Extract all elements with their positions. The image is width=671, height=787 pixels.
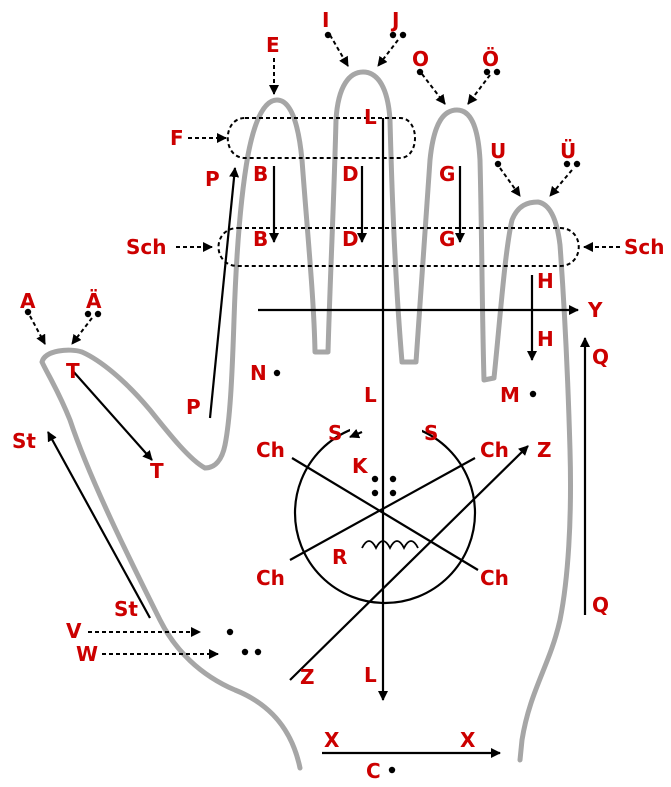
label-Ch-bottom-left: Ch <box>256 566 285 590</box>
circle-gap-mask <box>350 415 422 457</box>
dash-arrow-A <box>29 315 46 345</box>
label-S-right: S <box>424 421 438 445</box>
s-arc-arrowhead <box>349 428 363 439</box>
label-E: E <box>266 33 280 57</box>
label-Sch-right: Sch <box>624 235 665 259</box>
hand-outline <box>39 69 573 771</box>
label-A-uml: Ä <box>86 289 102 313</box>
label-C: C <box>366 759 381 783</box>
label-G-top: G <box>439 162 455 186</box>
arrow-Z <box>289 445 529 681</box>
label-P-bottom: P <box>186 395 201 419</box>
label-G-bottom: G <box>439 227 455 251</box>
solid-arrows <box>47 118 590 758</box>
label-Y: Y <box>587 298 603 322</box>
label-D-top: D <box>342 162 359 186</box>
r-wave <box>361 540 419 551</box>
label-S-left: S <box>328 421 342 445</box>
label-L-top: L <box>364 105 377 129</box>
label-Q-top: Q <box>592 345 609 369</box>
label-B-top: B <box>253 162 268 186</box>
label-A: A <box>20 289 36 313</box>
letter-labels: I J E O Ö F L U Ü P B D G Sch B D G Sch … <box>12 8 665 783</box>
dash-arrow-A-uml <box>71 317 93 345</box>
label-Z-bottom: Z <box>300 665 315 689</box>
label-X-left: X <box>324 728 340 752</box>
label-N: N <box>250 361 267 385</box>
dash-arrow-I <box>329 34 349 67</box>
dash-arrow-U <box>499 167 521 197</box>
label-J: J <box>390 8 399 32</box>
label-K: K <box>352 454 369 478</box>
label-H-top: H <box>537 269 554 293</box>
line-Ch-1 <box>291 457 479 571</box>
label-Ch-top-left: Ch <box>256 438 285 462</box>
label-B-bottom: B <box>253 227 268 251</box>
label-L-bottom: L <box>364 663 377 687</box>
label-P-top: P <box>205 167 220 191</box>
label-R: R <box>332 545 347 569</box>
label-O: O <box>412 47 429 71</box>
label-L-middle: L <box>364 383 377 407</box>
label-Q-bottom: Q <box>592 593 609 617</box>
label-V: V <box>66 619 82 643</box>
label-W: W <box>76 642 98 666</box>
label-St-bottom: St <box>114 597 138 621</box>
label-St-top: St <box>12 429 36 453</box>
dashed-arrows <box>29 34 620 659</box>
arrow-St <box>47 431 151 619</box>
label-Z-top: Z <box>537 438 552 462</box>
dash-arrow-O-uml <box>467 74 491 105</box>
dash-arrow-J <box>377 39 399 67</box>
label-Ch-top-right: Ch <box>480 438 509 462</box>
label-H-bottom: H <box>537 327 554 351</box>
finger-band-upper-loop <box>226 117 416 159</box>
label-Ch-bottom-right: Ch <box>480 566 509 590</box>
line-Ch-2 <box>289 457 476 561</box>
label-D-bottom: D <box>342 227 359 251</box>
label-U-uml: Ü <box>560 139 576 163</box>
label-T-start: T <box>66 359 80 383</box>
dots <box>24 31 581 774</box>
label-Sch-left: Sch <box>126 235 167 259</box>
label-O-uml: Ö <box>482 47 499 71</box>
dash-arrow-O <box>421 73 446 105</box>
label-M: M <box>500 383 520 407</box>
arrow-P <box>208 167 240 419</box>
label-F: F <box>170 126 184 150</box>
label-T-end: T <box>150 459 164 483</box>
label-X-right: X <box>460 728 476 752</box>
arrow-T <box>71 369 153 461</box>
label-I: I <box>322 8 329 32</box>
dash-arrow-U-uml <box>549 169 573 197</box>
finger-band-lower-loop <box>217 227 580 267</box>
label-U: U <box>490 139 506 163</box>
